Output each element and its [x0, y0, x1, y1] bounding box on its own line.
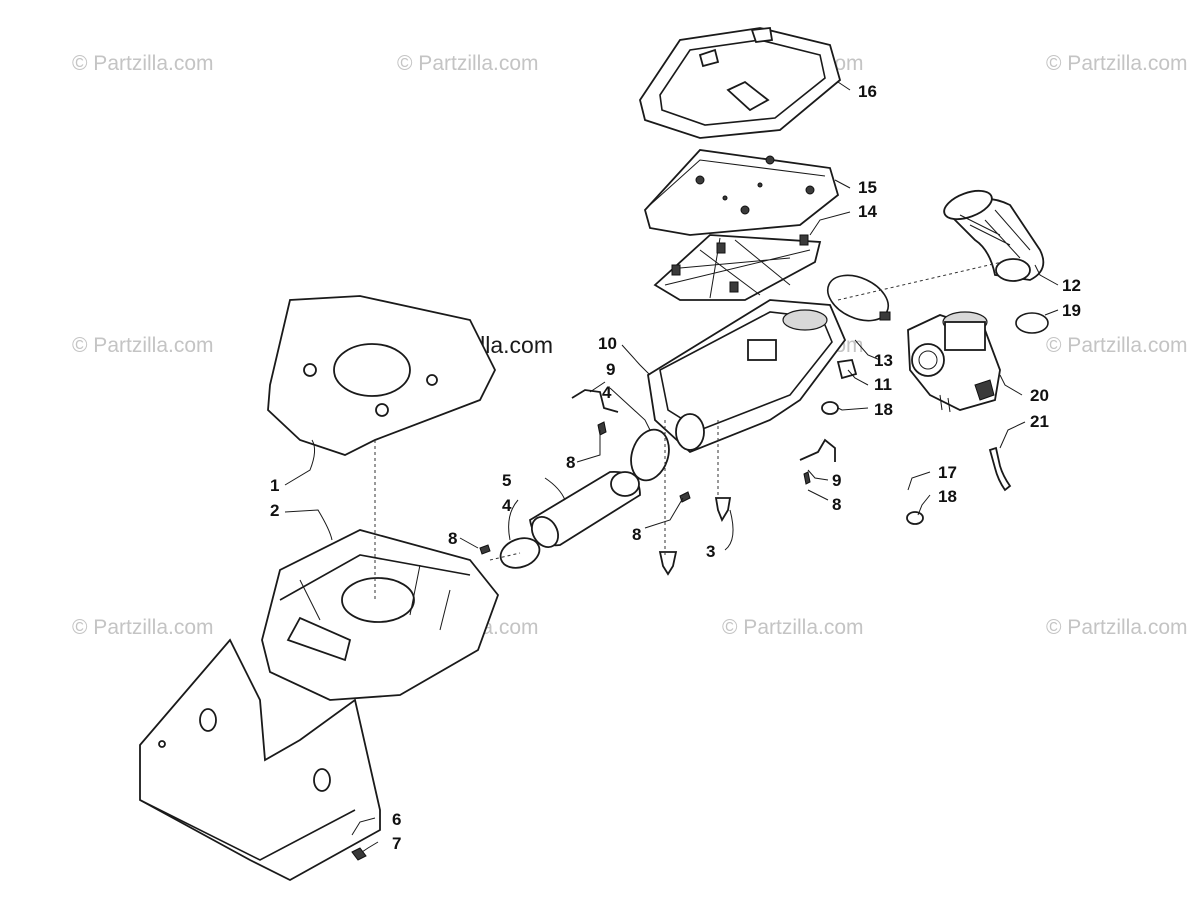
callout-19: 19: [1062, 301, 1081, 320]
callout-5: 5: [502, 471, 511, 490]
part-2-airbox-housing: [261, 529, 500, 701]
callout-12: 12: [1062, 276, 1081, 295]
part-14-filter-cage: [653, 234, 822, 301]
part-16-airbox-cover: [639, 27, 842, 139]
callout-4: 4: [602, 383, 612, 402]
watermark: © Partzilla.com: [397, 52, 539, 75]
part-7-screw: [351, 847, 367, 861]
callout-8: 8: [832, 495, 841, 514]
part-1-plate: [267, 295, 497, 456]
part-3-grommet: [714, 497, 732, 523]
watermark: © Partzilla.com: [1046, 52, 1188, 75]
part-9-bracket: [799, 438, 836, 462]
part-8-screw: [479, 544, 491, 555]
part-3-grommet: [658, 551, 678, 576]
watermark: © Partzilla.com: [72, 52, 214, 75]
callout-8: 8: [448, 529, 457, 548]
part-13-clamp: [826, 274, 891, 322]
watermark: © Partzilla.com: [1046, 334, 1188, 357]
part-4-clamp: [630, 428, 670, 482]
watermark: © Partzilla.com: [72, 616, 214, 639]
part-9-bracket: [571, 389, 619, 413]
callout-3: 3: [706, 542, 715, 561]
part-20-carburetor: [907, 311, 1001, 413]
callout-16: 16: [858, 82, 877, 101]
callout-9: 9: [832, 471, 841, 490]
callout-8: 8: [632, 525, 641, 544]
part-12-intake-boot: [943, 189, 1045, 282]
part-21-hose: [988, 446, 1012, 492]
callout-14: 14: [858, 202, 877, 221]
part-6-heat-shield: [139, 638, 381, 882]
callout-8: 8: [566, 453, 575, 472]
watermark: © Partzilla.com: [1046, 616, 1188, 639]
callout-6: 6: [392, 810, 401, 829]
part-8-screw: [803, 471, 811, 485]
callout-17: 17: [938, 463, 957, 482]
callout-11: 11: [874, 375, 892, 394]
part-8-screw: [597, 421, 607, 436]
watermark: © Partzilla.com: [722, 616, 864, 639]
callout-13: 13: [874, 351, 893, 370]
callout-15: 15: [858, 178, 877, 197]
part-15-air-filter: [643, 149, 840, 236]
part-18-clamp: [821, 401, 839, 415]
callout-18: 18: [938, 487, 957, 506]
callout-9: 9: [606, 360, 615, 379]
callout-21: 21: [1030, 412, 1049, 431]
watermark: © Partzilla.com: [72, 334, 214, 357]
part-18-clamp: [906, 511, 924, 525]
callout-1: 1: [270, 476, 279, 495]
callout-4: 4: [502, 496, 512, 515]
callout-7: 7: [392, 834, 401, 853]
part-5-intake-tube: [529, 471, 641, 548]
part-10-airbox-base: [647, 299, 847, 454]
callout-20: 20: [1030, 386, 1049, 405]
callout-10: 10: [598, 334, 617, 353]
part-19-clamp: [1015, 312, 1049, 334]
callout-2: 2: [270, 501, 279, 520]
callout-18: 18: [874, 400, 893, 419]
